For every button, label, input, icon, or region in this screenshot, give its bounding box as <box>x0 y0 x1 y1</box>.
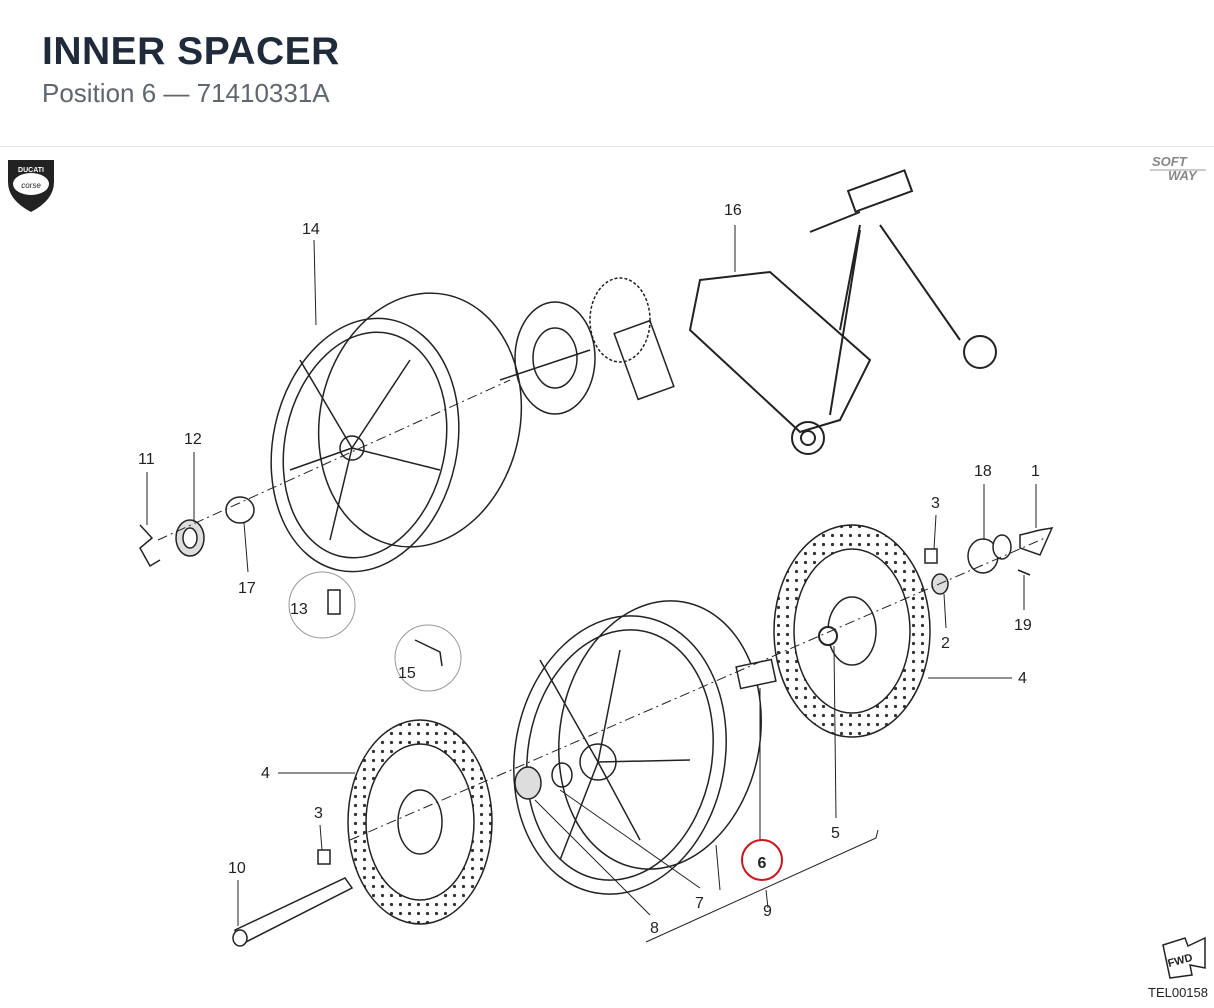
paddock-stand <box>688 169 997 455</box>
axle-centerlines <box>157 379 1046 841</box>
callout-9: 9 <box>763 903 772 920</box>
svg-text:SOFT: SOFT <box>1152 154 1188 169</box>
callout-4-left: 4 <box>261 765 270 782</box>
diagram-svg: DUCATI corse SOFT WAY <box>8 154 1208 1000</box>
svg-text:corse: corse <box>21 181 41 190</box>
callout-6-highlighted: 6 <box>741 839 783 881</box>
callout-11: 11 <box>138 451 155 468</box>
callout-8: 8 <box>650 920 659 937</box>
callout-7: 7 <box>695 895 704 912</box>
callout-1: 1 <box>1031 463 1040 480</box>
callout-18: 18 <box>974 463 992 480</box>
drawing-reference-code: TEL00158 <box>1148 985 1208 1000</box>
page-subtitle: Position 6 — 71410331A <box>42 78 330 108</box>
svg-text:WAY: WAY <box>1168 168 1198 183</box>
svg-text:DUCATI: DUCATI <box>18 167 44 174</box>
callout-19: 19 <box>1014 617 1032 634</box>
header: INNER SPACER Position 6 — 71410331A <box>0 0 1214 147</box>
exploded-parts-diagram: DUCATI corse SOFT WAY <box>0 147 1214 1003</box>
callout-3-lower: 3 <box>314 805 323 822</box>
callouts: 14 16 11 12 17 13 15 3 18 1 19 2 4 4 3 5… <box>138 202 1040 937</box>
callout-5: 5 <box>831 825 840 842</box>
callout-17: 17 <box>238 580 256 597</box>
soft-way-logo: SOFT WAY <box>1150 154 1206 183</box>
callout-14: 14 <box>302 221 320 238</box>
front-wheel <box>513 600 762 895</box>
brake-disc-right <box>773 524 931 738</box>
callout-13: 13 <box>290 601 308 618</box>
page-title: INNER SPACER <box>42 30 340 73</box>
callout-4-right: 4 <box>1018 670 1027 687</box>
fwd-arrow-icon: FWD <box>1162 936 1206 979</box>
small-parts <box>139 496 1054 947</box>
callout-6: 6 <box>758 855 767 872</box>
callout-12: 12 <box>184 431 202 448</box>
callout-16: 16 <box>724 202 742 219</box>
callout-10: 10 <box>228 860 246 877</box>
callout-2: 2 <box>941 635 950 652</box>
leader-lines <box>146 225 1037 943</box>
rear-wheel <box>270 292 523 573</box>
ducati-corse-logo: DUCATI corse <box>8 160 54 212</box>
rear-sprocket-assembly <box>499 277 675 415</box>
callout-15: 15 <box>398 665 416 682</box>
callout-3-upper: 3 <box>931 495 940 512</box>
brake-disc-left <box>347 719 493 925</box>
